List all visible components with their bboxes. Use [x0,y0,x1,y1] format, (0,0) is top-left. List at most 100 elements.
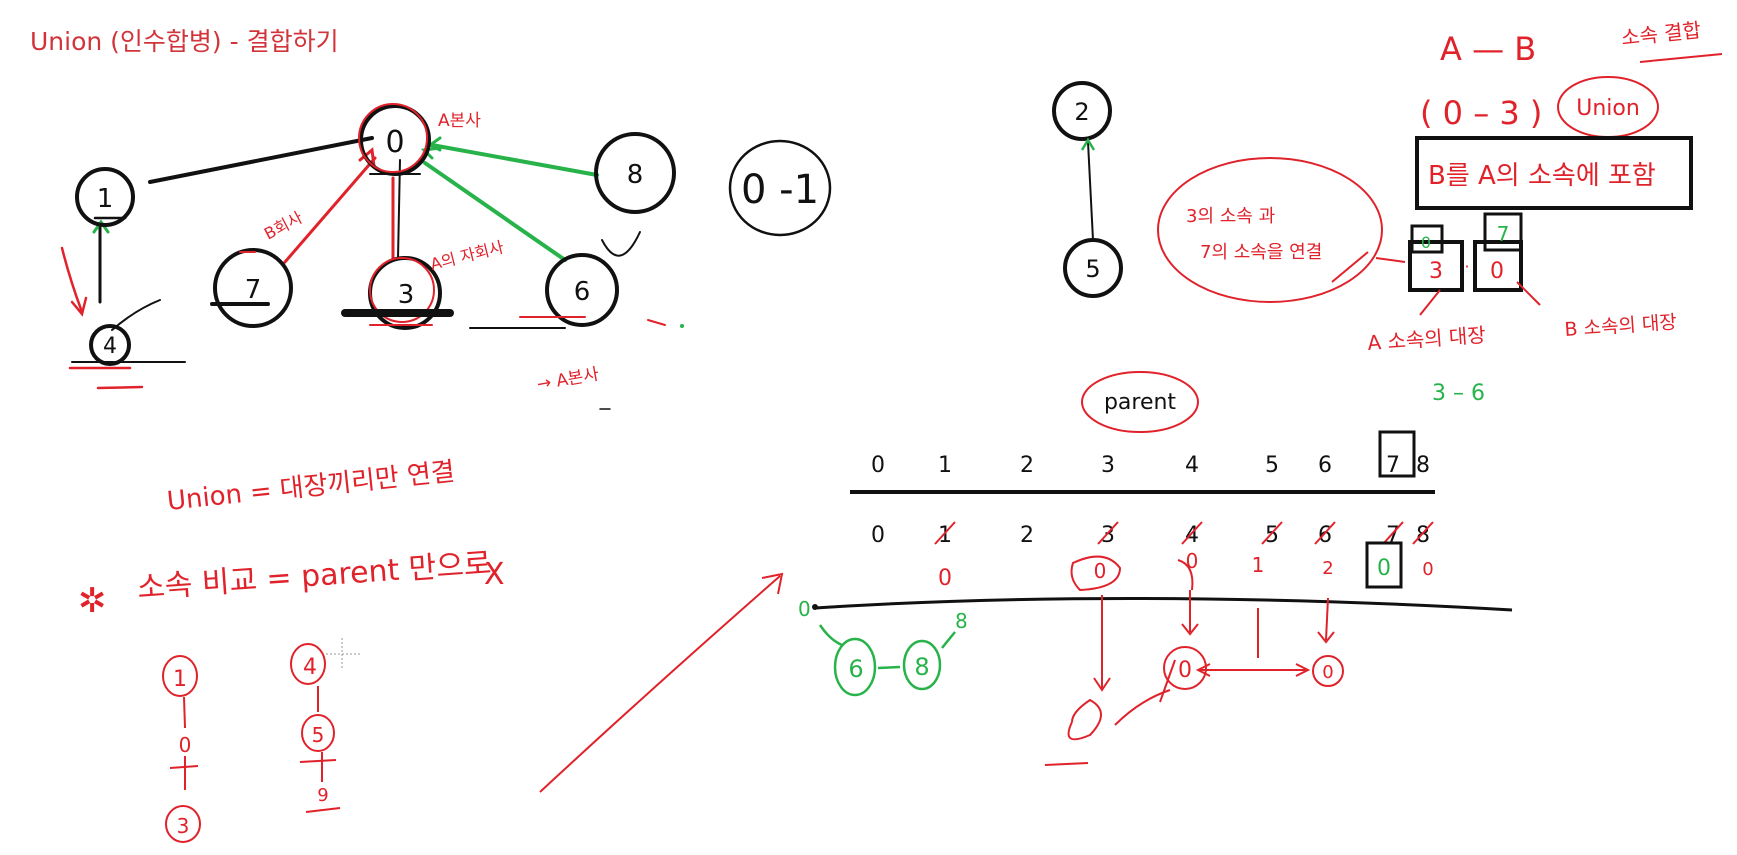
parent-new-value: 0 [1186,549,1199,573]
corner-label: 소속 결합 [1620,18,1702,50]
rule-box [1415,136,1693,210]
pair-bubble [728,139,832,237]
parent-index: 6 [1318,453,1332,478]
mini-cell-separator: · [1464,257,1469,276]
mini-cell-value-0: 0 [1490,259,1504,284]
a-boss-label: A 소속의 대장 [1367,323,1487,355]
rule-box-text: B를 A의 소속에 포함 [1428,161,1656,191]
node-circle-3-red [369,257,435,323]
star-mark-icon: ✲ [78,581,107,621]
parent-new-value: 1 [1252,553,1265,577]
union-word: Union [1576,96,1640,121]
underline-red [96,385,144,390]
node-label-2: 2 [1074,98,1089,126]
underline-red [1639,53,1723,63]
parent-old-value: 2 [1020,523,1034,548]
arrow-head-icon [761,572,784,595]
circled-value [1070,555,1122,592]
node-label-3: 3 [398,280,415,310]
arrow-head-icon [1317,631,1335,644]
chain-middle-node-3: 9 [317,785,328,806]
underline-red [1044,762,1089,766]
green-node-8 [902,639,942,691]
pointer-line [1516,281,1541,306]
chain-left-node-1: 1 [173,667,187,692]
green-node-6-label: 6 [848,655,863,683]
chain-left-node-2: 0 [179,733,192,757]
parent-new-value: 0 [1094,559,1107,583]
sketch-stroke [1159,659,1176,703]
chain-tick [169,765,199,769]
compare-mark: X [484,557,505,592]
edge-5-2 [1087,141,1094,241]
parent-index: 4 [1185,453,1199,478]
node-circle-2 [1052,81,1112,141]
pointer-line [1375,257,1406,263]
sketch-node-right [1312,655,1344,687]
node-label-4: 4 [103,334,117,359]
strike-mark [1412,521,1434,545]
chain-middle-node-2: 5 [312,723,325,747]
pointer-line [1419,289,1441,316]
chain-node [165,805,201,843]
red-arrows-below [539,559,1344,793]
dot [812,604,818,610]
arrow-head-icon [1080,137,1096,151]
strike-mark [1097,521,1119,545]
annotation-boss-a-bottom: → A본사 [535,364,600,395]
cursor-crosshair-icon [326,638,360,670]
new-value-highlight-box [1365,541,1403,589]
sketch-node-bottom [1067,698,1102,741]
node-circle-7 [213,248,293,328]
bubble-line-1: 3의 소속 과 [1186,206,1275,227]
edge-1-0 [148,136,374,184]
mini-cell-value-3: 3 [1429,259,1443,284]
node-circle-8 [594,132,676,214]
strike-mark [934,521,956,545]
sketch-node-right-label: 0 [1322,662,1333,683]
green-node-8-label: 8 [914,653,929,681]
heading-pair: A — B [1440,30,1536,68]
dash-mark [647,319,666,326]
parent-label: parent [1104,390,1176,415]
node-circle-4 [89,324,131,366]
node-label-0: 0 [385,125,404,160]
curl-arrow [1177,559,1194,591]
mini-cell-a [1408,240,1464,292]
edge-6-0 [423,161,567,262]
sketch-node-boss [1163,646,1207,690]
parent-old-value: 0 [871,523,885,548]
green-edge [941,631,956,649]
green-zero: 0 [798,597,811,621]
green-edge [877,665,901,670]
strike-mark [1314,521,1336,545]
edge-3-0-black [397,159,401,259]
mini-cell-b [1473,240,1523,292]
node-label-6: 6 [574,277,591,307]
check-mark-icon [601,231,641,257]
arrow-head-icon [92,219,110,234]
chain-left [162,655,201,843]
green-edge [818,624,843,647]
chain-node [162,655,198,697]
pointer-line [1331,251,1369,283]
arrow-line [1325,597,1329,641]
chain-tick [299,759,337,763]
arrow-head-icon [1195,663,1211,677]
chain-node [290,643,326,685]
node-label-8: 8 [627,160,644,190]
green-pair: 3 – 6 [1432,381,1485,406]
annotation-boss-a: A본사 [438,111,481,131]
parent-index: 5 [1265,453,1279,478]
annotation-b-company: B회사 [261,208,306,244]
parent-new-value: 0 [1422,559,1433,580]
index-highlight-box [1378,430,1416,478]
pair-example: ( 0 – 3 ) [1420,94,1542,132]
chain-edge [183,696,186,729]
annotation-a-subsidiary: A의 자회사 [428,237,506,274]
mini-cell-value-7-green: 7 [1497,222,1510,246]
pair-note: 0 -1 [741,167,819,213]
